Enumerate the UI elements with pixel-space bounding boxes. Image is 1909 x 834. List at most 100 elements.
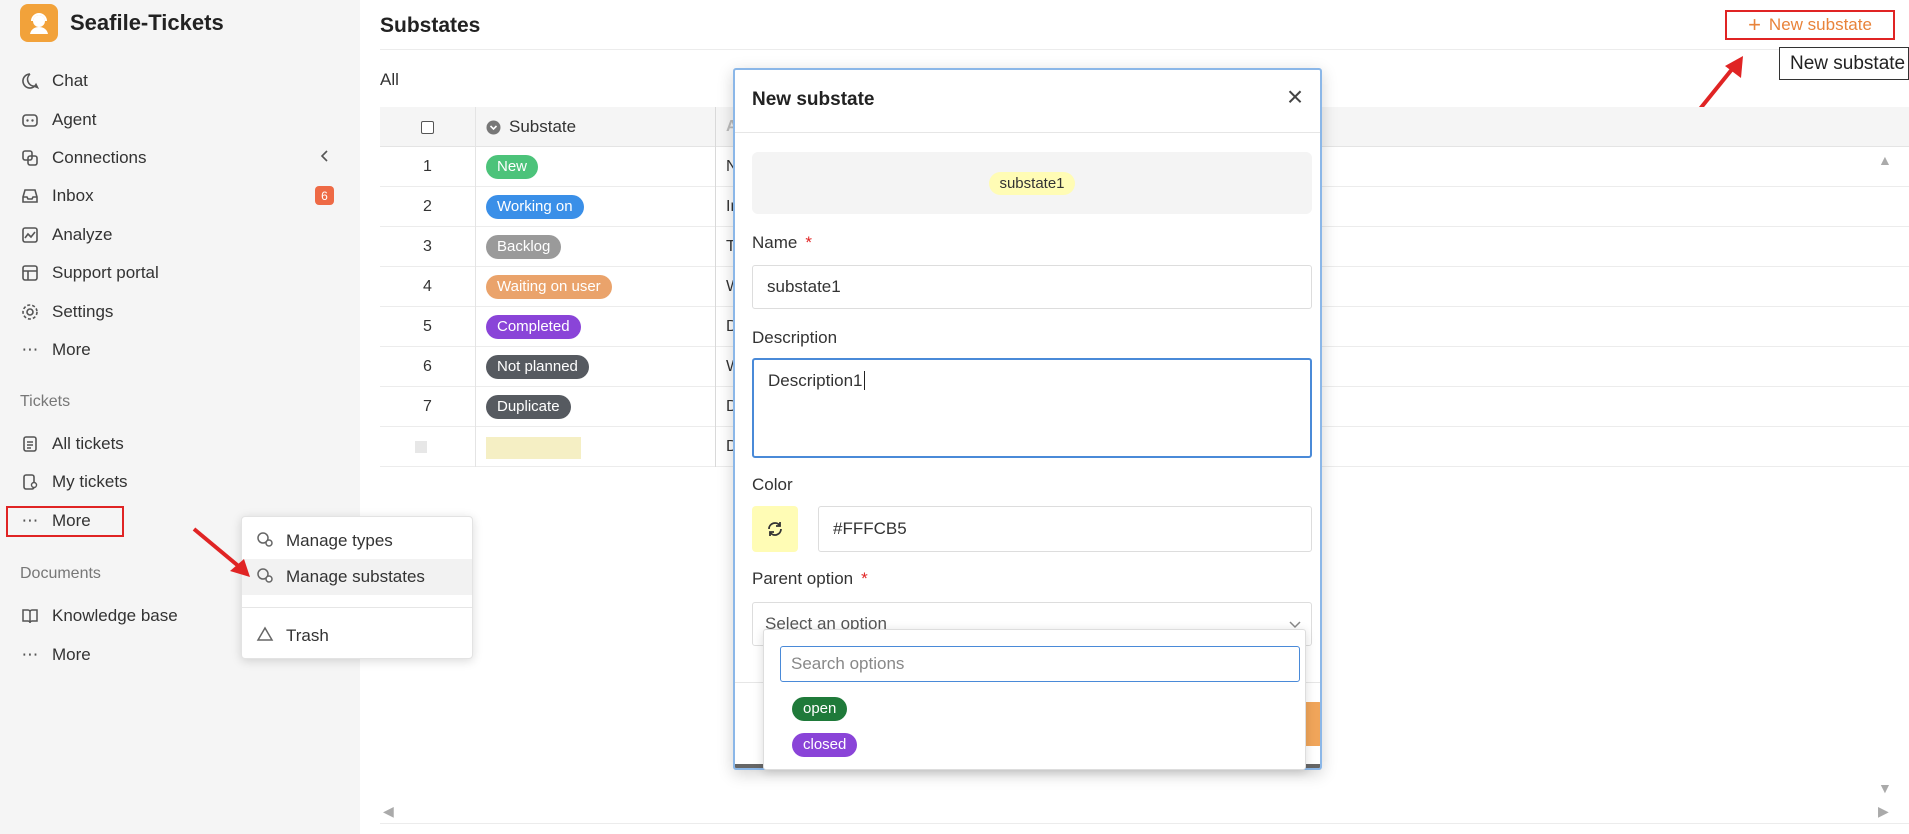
sidebar-item-tickets-more[interactable]: ⋯ More [20, 507, 91, 535]
chevron-left-icon[interactable] [318, 149, 332, 163]
brand[interactable]: Seafile-Tickets [20, 4, 224, 42]
menu-item-trash[interactable]: Trash [242, 618, 472, 654]
pixelated-block [486, 437, 581, 459]
substate-cell[interactable]: Duplicate [475, 387, 715, 427]
connections-icon [20, 148, 40, 168]
description-textarea[interactable]: Description1 [752, 358, 1312, 458]
text-cursor [863, 371, 865, 390]
inbox-icon [20, 186, 40, 206]
portal-icon [20, 263, 40, 283]
inbox-count-badge: 6 [315, 186, 334, 205]
menu-item-manage-types[interactable]: Manage types [242, 523, 472, 559]
row-number: 1 [423, 158, 432, 175]
description-text: Description1 [768, 371, 863, 390]
description-cell[interactable]: D [715, 307, 735, 347]
description-cell[interactable]: D [715, 387, 735, 427]
row-number: 4 [423, 278, 432, 295]
substate-pill: Waiting on user [486, 275, 612, 299]
color-label: Color [752, 475, 793, 494]
brand-name: Seafile-Tickets [70, 10, 224, 35]
chevron-down-icon [1289, 621, 1301, 629]
highlight-box-more [6, 506, 124, 537]
menu-item-label: Manage substates [286, 567, 425, 586]
sidebar-item-label: More [52, 340, 91, 359]
substate-cell[interactable]: Not planned [475, 347, 715, 387]
row-number: 5 [423, 318, 432, 335]
sidebar-item-label: Knowledge base [52, 606, 178, 625]
sidebar-item-agent[interactable]: Agent [20, 106, 96, 134]
option-closed[interactable]: closed [792, 733, 858, 757]
parent-option-label: Parent option* [752, 569, 868, 589]
manage-icon [256, 530, 274, 553]
row-number: 6 [423, 358, 432, 375]
refresh-color-button[interactable] [752, 506, 798, 552]
menu-item-label: Trash [286, 626, 329, 645]
sidebar-item-settings[interactable]: Settings [20, 298, 113, 326]
sidebar-item-all-tickets[interactable]: All tickets [20, 430, 124, 458]
column-header-label: Substate [509, 117, 577, 136]
close-icon[interactable]: × [1286, 81, 1304, 112]
sidebar-item-label: My tickets [52, 472, 128, 491]
sidebar-item-connections[interactable]: Connections [20, 144, 147, 172]
column-header-substate[interactable]: Substate [475, 107, 715, 147]
scroll-up-icon[interactable]: ▲ [1878, 152, 1892, 168]
required-mark: * [861, 569, 868, 588]
sidebar-item-knowledge-base[interactable]: Knowledge base [20, 602, 178, 630]
color-hex-input[interactable]: #FFFCB5 [818, 506, 1312, 552]
more-context-menu: Manage types Manage substates Trash [241, 516, 473, 659]
description-cell[interactable]: W [715, 347, 735, 387]
select-placeholder: Select an option [765, 614, 887, 633]
robot-icon [20, 110, 40, 130]
option-open[interactable]: open [792, 697, 848, 721]
scroll-right-icon[interactable]: ▶ [1878, 803, 1889, 819]
section-label-tickets: Tickets [20, 393, 71, 410]
sidebar-item-chat[interactable]: Chat [20, 67, 88, 95]
description-cell[interactable]: In [715, 187, 735, 227]
description-cell[interactable]: N [715, 147, 735, 187]
page-title: Substates [380, 14, 481, 37]
sidebar-item-inbox[interactable]: Inbox [20, 182, 94, 210]
user-clipboard-icon [20, 472, 40, 492]
name-input[interactable]: substate1 [752, 265, 1312, 309]
menu-item-label: Manage types [286, 531, 393, 550]
sidebar-item-documents-more[interactable]: ⋯ More [20, 641, 91, 669]
dialog-title: New substate [752, 89, 875, 110]
row-number: 3 [423, 238, 432, 255]
scroll-left-icon[interactable]: ◀ [383, 803, 394, 819]
sidebar-item-support-portal[interactable]: Support portal [20, 259, 159, 287]
single-select-icon [486, 120, 501, 134]
column-header-description[interactable]: A [715, 107, 735, 147]
option-pill: open [792, 697, 848, 721]
search-options-input[interactable]: Search options [780, 646, 1300, 682]
tab-all[interactable]: All [380, 70, 399, 89]
preview-pill: substate1 [989, 171, 1075, 195]
divider [380, 49, 1909, 50]
select-all-checkbox-cell[interactable] [380, 107, 475, 147]
manage-icon [256, 566, 274, 589]
sidebar-item-more[interactable]: ⋯ More [20, 336, 91, 364]
substate-cell[interactable]: Backlog [475, 227, 715, 267]
substate-cell[interactable]: Waiting on user [475, 267, 715, 307]
option-pill: closed [792, 733, 858, 757]
menu-item-manage-substates[interactable]: Manage substates [242, 559, 472, 595]
sidebar-item-analyze[interactable]: Analyze [20, 221, 112, 249]
substate-cell[interactable]: Working on [475, 187, 715, 227]
substate-pill: Not planned [486, 355, 589, 379]
description-cell[interactable]: To [715, 227, 735, 267]
dots-icon: ⋯ [21, 340, 39, 359]
substate-preview: substate1 [752, 152, 1312, 214]
sidebar-item-label: Chat [52, 71, 88, 90]
substate-cell[interactable]: Completed [475, 307, 715, 347]
sidebar-item-label: Settings [52, 302, 114, 321]
description-cell[interactable]: D [715, 427, 735, 467]
substate-cell[interactable]: New [475, 147, 715, 187]
substate-cell[interactable] [475, 427, 715, 467]
description-cell[interactable]: W [715, 267, 735, 307]
scroll-down-icon[interactable]: ▼ [1878, 780, 1892, 796]
trash-icon [256, 625, 274, 648]
select-all-checkbox[interactable] [421, 120, 434, 134]
new-substate-button[interactable]: + New substate [1725, 10, 1895, 40]
parent-option-dropdown: Search options open closed [763, 629, 1306, 770]
sidebar-item-my-tickets[interactable]: My tickets [20, 468, 128, 496]
sidebar-item-label: Support portal [52, 263, 159, 282]
